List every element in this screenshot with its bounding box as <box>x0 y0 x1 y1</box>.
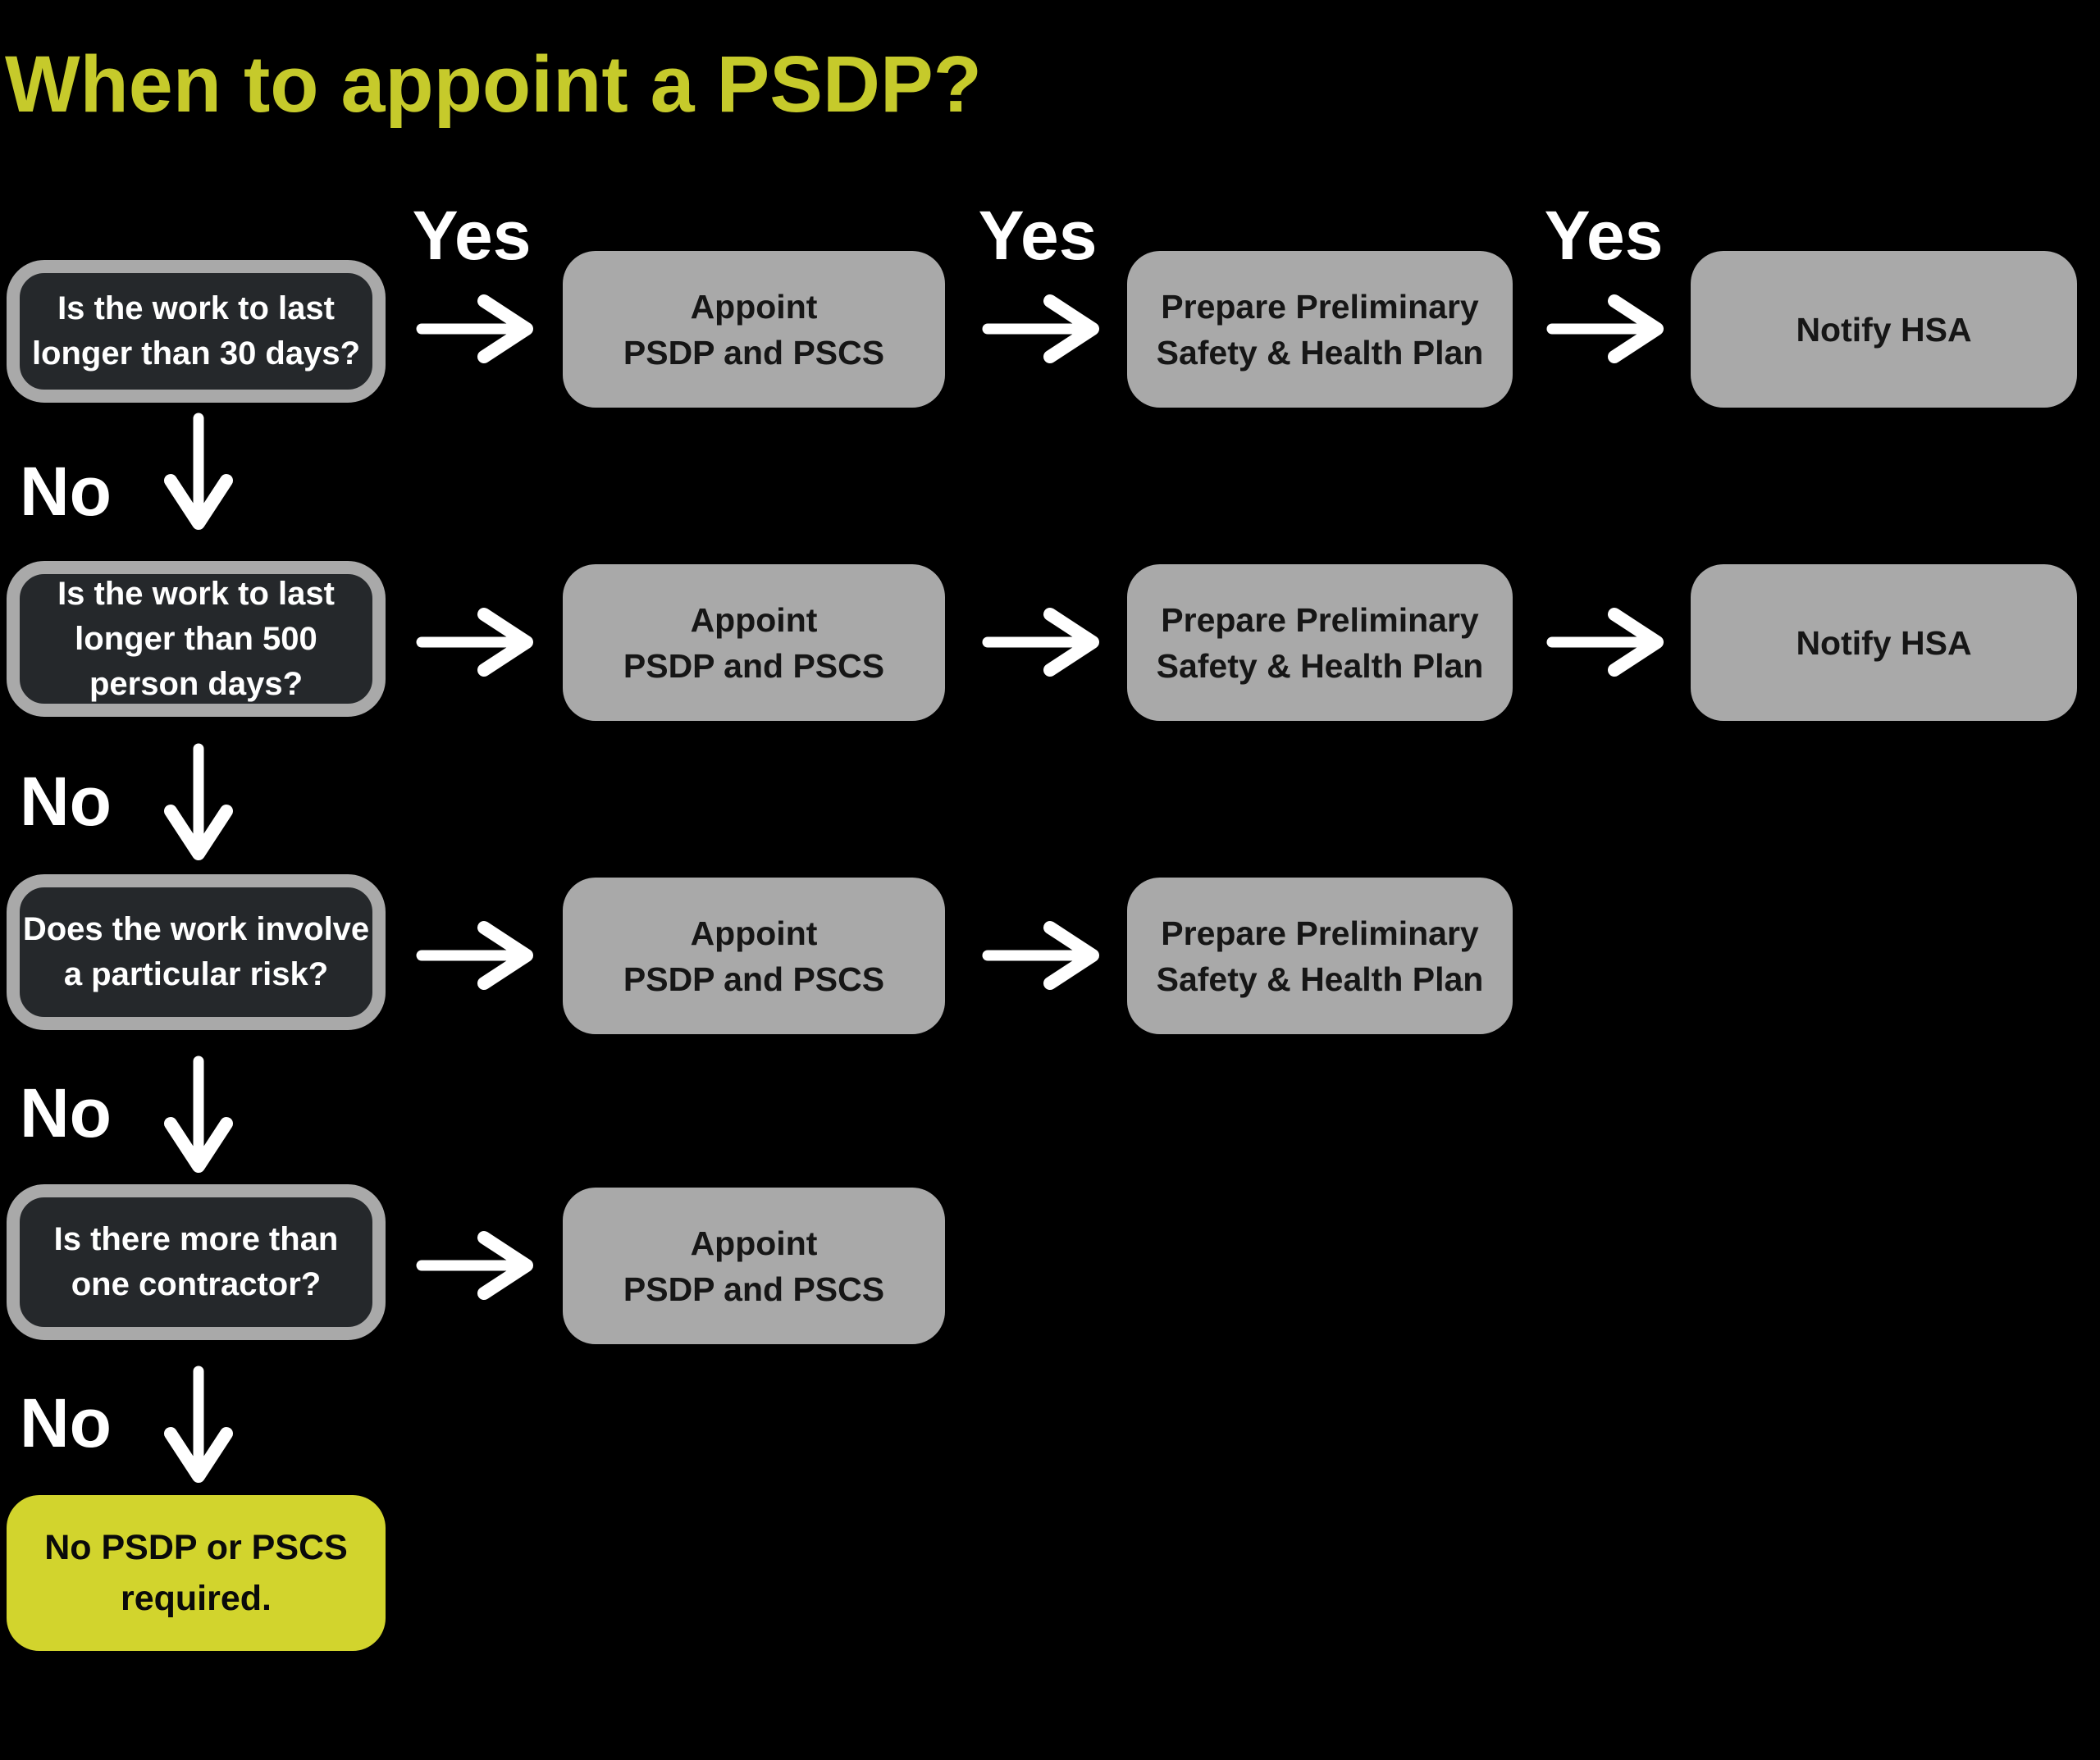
step-text: Appoint PSDP and PSCS <box>623 1224 885 1308</box>
no-label: No <box>20 763 112 840</box>
step-text: Appoint PSDP and PSCS <box>623 287 885 372</box>
question-text: Does the work involve a particular risk? <box>22 911 370 992</box>
step-box-appoint: Appoint PSDP and PSCS <box>563 564 945 721</box>
terminal-box-no-psdp-required: No PSDP or PSCS required. <box>7 1495 386 1651</box>
question-box-particular-risk: Does the work involve a particular risk? <box>7 874 386 1030</box>
arrow-down-icon <box>149 742 248 865</box>
arrow-down-icon <box>149 412 248 535</box>
arrow-down-icon <box>149 1055 248 1178</box>
step-box-notify-hsa: Notify HSA <box>1691 251 2077 408</box>
arrow-down-icon <box>149 1365 248 1488</box>
step-text: Appoint PSDP and PSCS <box>623 914 885 998</box>
arrow-right-icon <box>1545 280 1669 378</box>
step-box-prepare-plan: Prepare Preliminary Safety & Health Plan <box>1127 564 1513 721</box>
step-text: Prepare Preliminary Safety & Health Plan <box>1156 914 1484 998</box>
question-text: Is there more than one contractor? <box>53 1221 339 1302</box>
arrow-right-icon <box>415 906 538 1005</box>
yes-label: Yes <box>978 197 1098 274</box>
question-box-500-person-days: Is the work to last longer than 500 pers… <box>7 561 386 717</box>
step-text: Appoint PSDP and PSCS <box>623 600 885 685</box>
yes-label: Yes <box>1544 197 1664 274</box>
question-box-multiple-contractors: Is there more than one contractor? <box>7 1184 386 1340</box>
step-box-appoint: Appoint PSDP and PSCS <box>563 1188 945 1344</box>
step-text: Prepare Preliminary Safety & Health Plan <box>1156 600 1484 685</box>
arrow-right-icon <box>981 906 1104 1005</box>
no-label: No <box>20 1384 112 1461</box>
arrow-right-icon <box>415 593 538 691</box>
step-text: Notify HSA <box>1796 623 1972 662</box>
arrow-right-icon <box>1545 593 1669 691</box>
step-box-notify-hsa: Notify HSA <box>1691 564 2077 721</box>
step-box-appoint: Appoint PSDP and PSCS <box>563 251 945 408</box>
arrow-right-icon <box>981 593 1104 691</box>
arrow-right-icon <box>415 280 538 378</box>
question-text: Is the work to last longer than 30 days? <box>31 290 361 372</box>
arrow-right-icon <box>981 280 1104 378</box>
no-label: No <box>20 453 112 530</box>
no-label: No <box>20 1074 112 1151</box>
question-box-duration-30-days: Is the work to last longer than 30 days? <box>7 260 386 403</box>
question-text: Is the work to last longer than 500 pers… <box>57 575 335 702</box>
step-box-appoint: Appoint PSDP and PSCS <box>563 878 945 1034</box>
step-box-prepare-plan: Prepare Preliminary Safety & Health Plan <box>1127 251 1513 408</box>
step-text: Notify HSA <box>1796 310 1972 349</box>
yes-label: Yes <box>412 197 532 274</box>
terminal-text: No PSDP or PSCS required. <box>44 1528 348 1618</box>
page-title: When to appoint a PSDP? <box>5 39 982 129</box>
step-box-prepare-plan: Prepare Preliminary Safety & Health Plan <box>1127 878 1513 1034</box>
arrow-right-icon <box>415 1216 538 1315</box>
step-text: Prepare Preliminary Safety & Health Plan <box>1156 287 1484 372</box>
